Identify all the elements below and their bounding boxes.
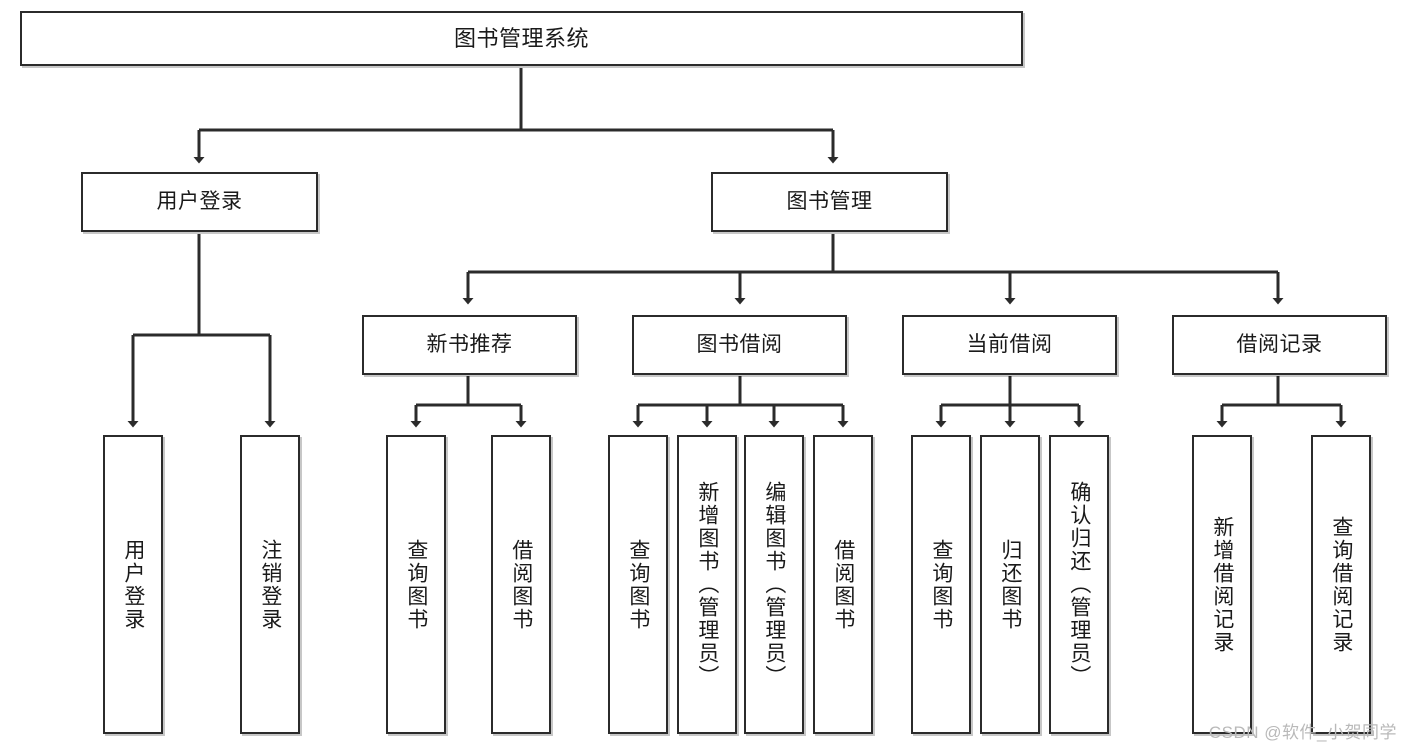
leaf-return-book[interactable]: 归还图书 xyxy=(980,435,1040,734)
node-label: 注销登录 xyxy=(258,538,282,631)
node-label: 新增图书（管理员） xyxy=(695,481,719,688)
node-label: 编辑图书（管理员） xyxy=(762,481,786,688)
leaf-add-book[interactable]: 新增图书（管理员） xyxy=(677,435,737,734)
node-label: 查询图书 xyxy=(929,538,953,631)
node-label: 确认归还（管理员） xyxy=(1067,481,1091,688)
leaf-query-book-borrow[interactable]: 查询图书 xyxy=(608,435,668,734)
node-label: 新书推荐 xyxy=(426,332,513,356)
leaf-query-borrow-record[interactable]: 查询借阅记录 xyxy=(1311,435,1371,734)
node-label: 查询图书 xyxy=(404,538,428,631)
leaf-query-book-recommend[interactable]: 查询图书 xyxy=(386,435,446,734)
node-label: 用户登录 xyxy=(156,189,243,213)
node-label: 图书管理系统 xyxy=(453,25,589,51)
node-label: 图书借阅 xyxy=(696,332,783,356)
node-current-borrow[interactable]: 当前借阅 xyxy=(902,315,1117,375)
leaf-confirm-return[interactable]: 确认归还（管理员） xyxy=(1049,435,1109,734)
node-label: 用户登录 xyxy=(121,538,145,631)
node-book-management[interactable]: 图书管理 xyxy=(711,172,948,232)
leaf-borrow-book[interactable]: 借阅图书 xyxy=(813,435,873,734)
node-label: 借阅记录 xyxy=(1236,332,1323,356)
leaf-user-login[interactable]: 用户登录 xyxy=(103,435,163,734)
node-label: 借阅图书 xyxy=(509,538,533,631)
node-user-login[interactable]: 用户登录 xyxy=(81,172,318,232)
node-label: 查询借阅记录 xyxy=(1329,515,1353,654)
leaf-query-book-current[interactable]: 查询图书 xyxy=(911,435,971,734)
node-book-borrow[interactable]: 图书借阅 xyxy=(632,315,847,375)
node-label: 归还图书 xyxy=(998,538,1022,631)
node-new-book-recommend[interactable]: 新书推荐 xyxy=(362,315,577,375)
leaf-add-borrow-record[interactable]: 新增借阅记录 xyxy=(1192,435,1252,734)
csdn-watermark: CSDN @软件_小贺同学 xyxy=(1208,723,1397,742)
node-label: 查询图书 xyxy=(626,538,650,631)
leaf-borrow-book-recommend[interactable]: 借阅图书 xyxy=(491,435,551,734)
leaf-edit-book[interactable]: 编辑图书（管理员） xyxy=(744,435,804,734)
node-label: 借阅图书 xyxy=(831,538,855,631)
node-root-system[interactable]: 图书管理系统 xyxy=(20,11,1023,66)
node-borrow-record[interactable]: 借阅记录 xyxy=(1172,315,1387,375)
node-label: 新增借阅记录 xyxy=(1210,515,1234,654)
node-label: 当前借阅 xyxy=(966,332,1053,356)
leaf-logout-login[interactable]: 注销登录 xyxy=(240,435,300,734)
node-label: 图书管理 xyxy=(786,189,873,213)
